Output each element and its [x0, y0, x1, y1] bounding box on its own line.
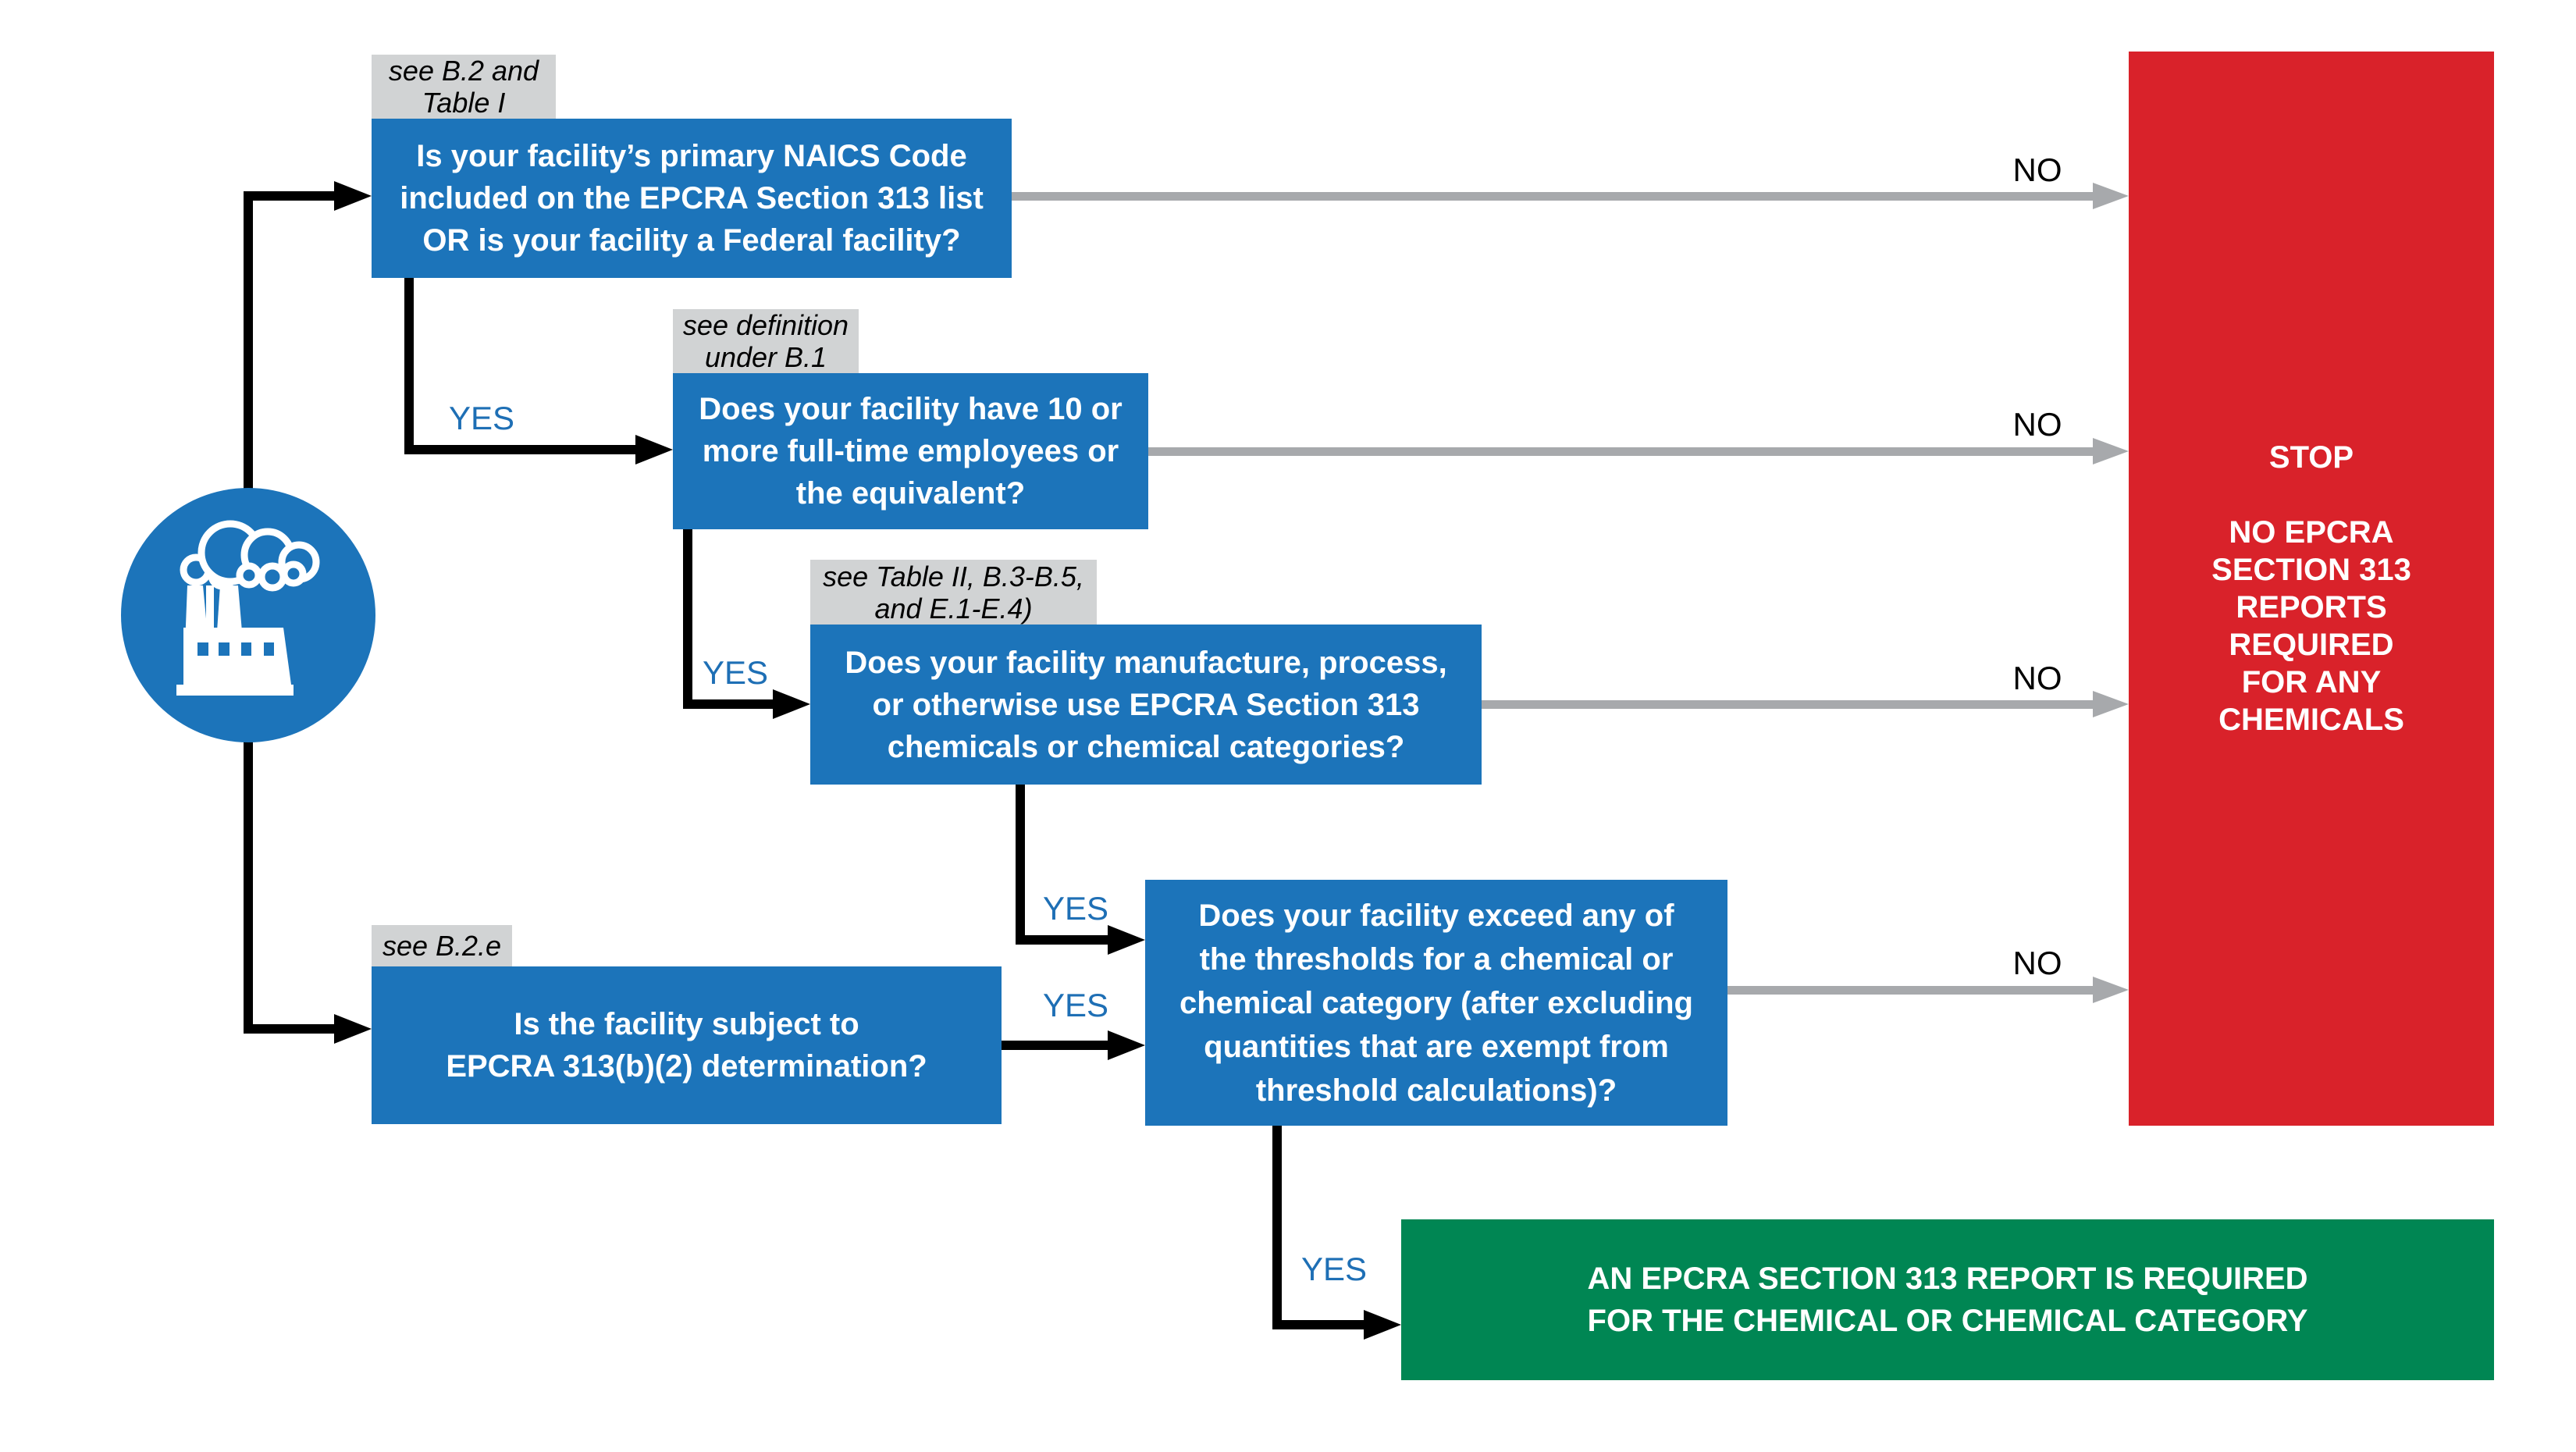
question-chemical-use: Does your facility manufacture, process,…	[810, 625, 1482, 785]
q5-note: see B.2.e	[372, 925, 512, 966]
arrow-into-q1	[334, 181, 372, 211]
q2-note: see definition under B.1	[673, 309, 859, 373]
arrow-into-q3	[773, 689, 810, 719]
arrow-into-q4-lower	[1108, 1030, 1145, 1060]
yes-label-q5: YES	[1042, 987, 1109, 1023]
q3-no-arrow	[2093, 691, 2129, 717]
q1-note: see B.2 and Table I	[372, 55, 556, 119]
q2-no-line	[1148, 447, 2093, 456]
q1-no-arrow	[2093, 183, 2129, 209]
q1-no-line	[1012, 192, 2093, 201]
yes-label-q1: YES	[448, 400, 515, 436]
arrow-into-q5	[334, 1014, 372, 1044]
no-label-q1: NO	[2012, 151, 2062, 188]
no-label-q4: NO	[2012, 945, 2062, 981]
q3-no-line	[1482, 700, 2093, 709]
q5-q4-horizontal	[1002, 1041, 1108, 1050]
yes-label-q3: YES	[1042, 890, 1109, 927]
q4-report-horizontal	[1272, 1320, 1364, 1329]
question-thresholds: Does your facility exceed any of the thr…	[1145, 880, 1727, 1126]
q2-q3-horizontal	[683, 699, 773, 709]
arrow-into-report	[1364, 1310, 1401, 1340]
question-naics-code: Is your facility’s primary NAICS Code in…	[372, 119, 1012, 278]
trunk-top-segment	[244, 191, 334, 201]
q4-no-arrow	[2093, 977, 2129, 1003]
q1-q2-horizontal	[404, 445, 635, 454]
question-employees: Does your facility have 10 or more full-…	[673, 373, 1148, 529]
yes-label-q2: YES	[702, 654, 769, 691]
trunk-bottom-segment	[244, 1024, 334, 1034]
stop-body: NO EPCRA SECTION 313 REPORTS REQUIRED FO…	[2211, 515, 2411, 737]
stop-title: STOP	[2268, 440, 2354, 475]
q2-no-arrow	[2093, 438, 2129, 464]
q3-note: see Table II, B.3-B.5, and E.1-E.4)	[810, 560, 1097, 625]
q4-report-vertical	[1272, 1126, 1282, 1329]
yes-label-q4: YES	[1300, 1251, 1368, 1287]
stop-terminal: STOP NO EPCRA SECTION 313 REPORTS REQUIR…	[2129, 52, 2494, 1126]
arrow-into-q2	[635, 435, 673, 464]
q3-q4-vertical	[1016, 785, 1025, 945]
arrow-into-q4-upper	[1108, 925, 1145, 955]
report-required-terminal: AN EPCRA SECTION 313 REPORT IS REQUIRED …	[1401, 1219, 2494, 1380]
q2-q3-vertical	[683, 529, 692, 709]
q4-no-line	[1727, 986, 2093, 995]
factory-icon	[121, 488, 375, 742]
q3-q4-horizontal	[1016, 935, 1108, 945]
q1-q2-vertical	[404, 278, 414, 454]
question-313b2-determination: Is the facility subject to EPCRA 313(b)(…	[372, 966, 1002, 1124]
no-label-q2: NO	[2012, 406, 2062, 443]
no-label-q3: NO	[2012, 660, 2062, 696]
